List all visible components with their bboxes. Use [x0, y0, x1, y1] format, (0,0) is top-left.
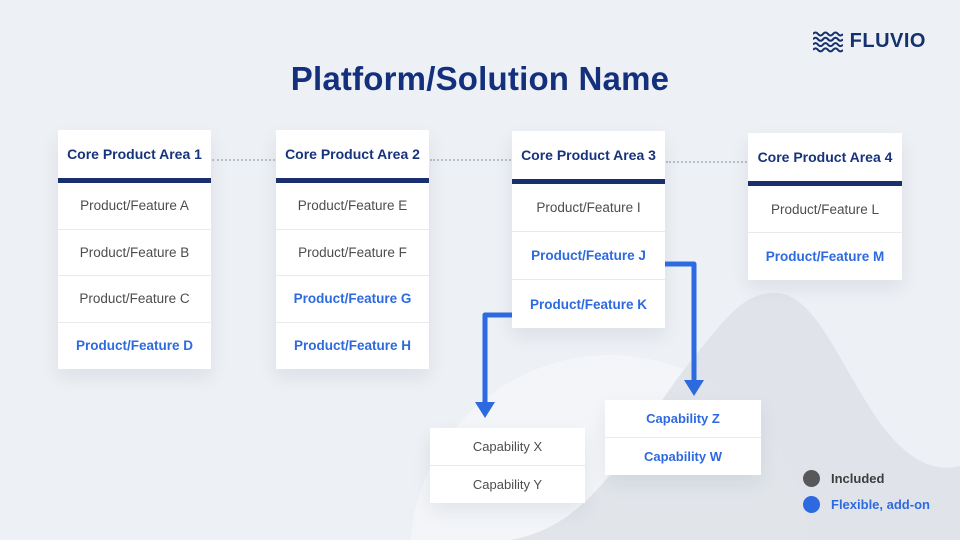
core-product-area-1-card: Core Product Area 1 Product/Feature A Pr… — [58, 130, 211, 369]
capability-w: Capability W — [643, 448, 722, 464]
product-feature-g: Product/Feature G — [276, 276, 429, 323]
product-feature-f: Product/Feature F — [276, 230, 429, 276]
legend: Included Flexible, add-on — [803, 470, 930, 513]
logo: FLUVIO — [812, 30, 926, 53]
product-feature-l: Product/Feature L — [748, 186, 902, 233]
product-feature-i: Product/Feature I — [512, 184, 665, 232]
legend-label-flexible-addon: Flexible, add-on — [831, 497, 930, 512]
product-feature-k: Product/Feature K — [529, 296, 648, 312]
dotted-connector-2-3 — [430, 159, 511, 161]
legend-item-flexible-addon: Flexible, add-on — [803, 496, 930, 513]
core-product-area-1-header: Core Product Area 1 — [58, 130, 211, 183]
dotted-connector-3-4 — [666, 161, 747, 163]
product-feature-e: Product/Feature E — [276, 183, 429, 230]
arrowhead-capability-z — [684, 380, 704, 396]
core-product-area-4-header: Core Product Area 4 — [748, 133, 902, 186]
core-product-area-2-card: Core Product Area 2 Product/Feature E Pr… — [276, 130, 429, 369]
capability-x: Capability X — [430, 428, 585, 466]
core-product-area-3-header: Core Product Area 3 — [512, 131, 665, 184]
flexible-addon-dot-icon — [803, 496, 820, 513]
product-feature-c: Product/Feature C — [58, 276, 211, 323]
product-feature-j: Product/Feature J — [512, 232, 665, 280]
product-feature-a: Product/Feature A — [58, 183, 211, 230]
capability-box-zw: Capability Z Capability W — [605, 400, 761, 475]
core-product-area-3-card: Core Product Area 3 Product/Feature I Pr… — [512, 131, 665, 328]
included-dot-icon — [803, 470, 820, 487]
capability-z: Capability Z — [605, 400, 761, 438]
core-product-area-2-header: Core Product Area 2 — [276, 130, 429, 183]
arrow-j-to-capability-z — [665, 261, 697, 381]
legend-label-included: Included — [831, 471, 885, 486]
arrow-k-to-capability-x — [482, 312, 512, 403]
capability-y: Capability Y — [472, 476, 543, 492]
core-product-area-4-card: Core Product Area 4 Product/Feature L Pr… — [748, 133, 902, 280]
legend-item-included: Included — [803, 470, 930, 487]
page-title: Platform/Solution Name — [290, 60, 670, 97]
logo-text: FLUVIO — [849, 30, 926, 52]
capability-box-xy: Capability X Capability Y — [430, 428, 585, 503]
arrowhead-capability-x — [475, 402, 495, 418]
product-feature-m: Product/Feature M — [765, 249, 885, 264]
product-feature-h: Product/Feature H — [293, 338, 412, 354]
waves-icon — [812, 31, 843, 52]
product-feature-d: Product/Feature D — [75, 338, 194, 354]
product-feature-b: Product/Feature B — [58, 230, 211, 276]
dotted-connector-1-2 — [212, 159, 275, 161]
